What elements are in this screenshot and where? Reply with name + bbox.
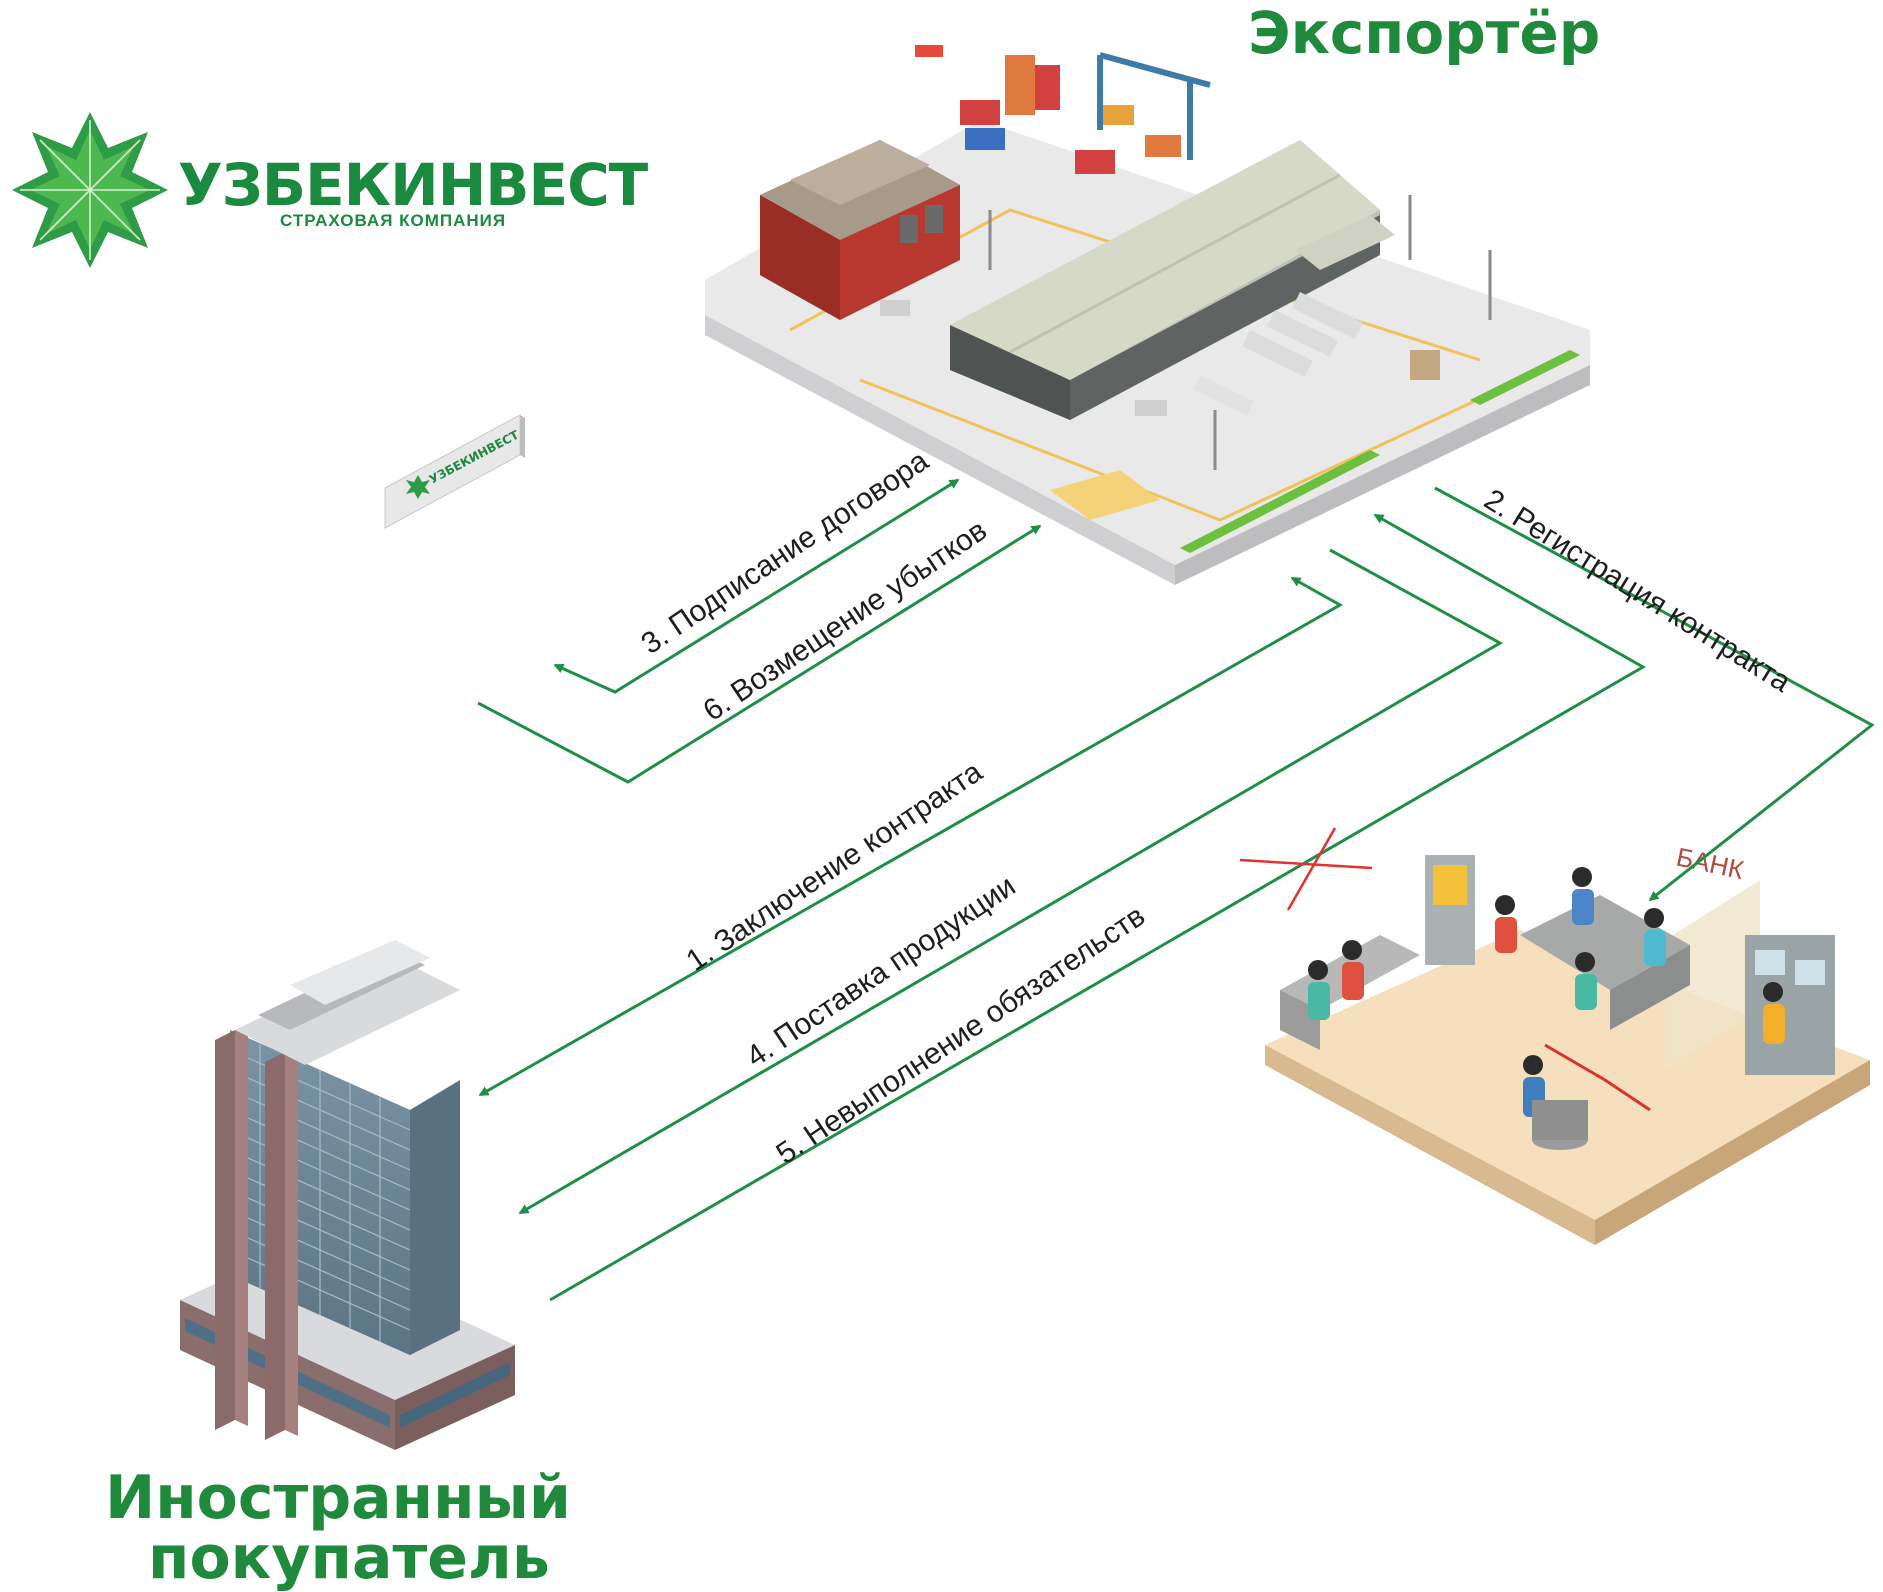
red-workshop-building [760,140,960,320]
insurance-company-sign: УЗБЕКИНВЕСТ [384,414,525,529]
label-step-3: 3. Подписание договора [635,444,934,661]
arrow-step-2 [1434,486,1875,902]
arrow-step-1 [478,576,1344,1097]
brand-subtitle: СТРАХОВАЯ КОМПАНИЯ [280,211,506,230]
containers [915,45,1181,174]
green-hedges [1180,350,1580,553]
bank-illustration: БАНК [1265,842,1870,1245]
checkpoint-booth [1410,350,1440,380]
trucks [880,292,1363,416]
foreign-buyer-building [180,940,515,1450]
arrow-step-4 [518,548,1504,1215]
exporter-title: Экспортёр [1248,0,1600,67]
bank-people [1308,867,1785,1117]
green-star-logo-icon [12,112,168,268]
brand-logo: УЗБЕКИНВЕСТ СТРАХОВАЯ КОМПАНИЯ [12,112,650,268]
arrow-step-5 [549,513,1647,1302]
failure-cross-icon [1239,827,1373,911]
queue-rope [1544,1043,1651,1112]
buyer-title-line1: Иностранный [105,1463,571,1533]
main-warehouse [950,140,1395,420]
flow-arrows [477,478,1875,1302]
buyer-title-line2: покупатель [148,1523,550,1592]
label-step-2: 2. Регистрация контракта [1478,483,1796,699]
bank-sign: БАНК [1674,842,1747,885]
gantry-crane [1097,52,1211,160]
brand-name: УЗБЕКИНВЕСТ [178,151,649,219]
label-step-6: 6. Возмещение убытков [697,514,992,728]
exporter-warehouse-illustration [705,45,1590,585]
sign-logo-icon [406,475,430,499]
